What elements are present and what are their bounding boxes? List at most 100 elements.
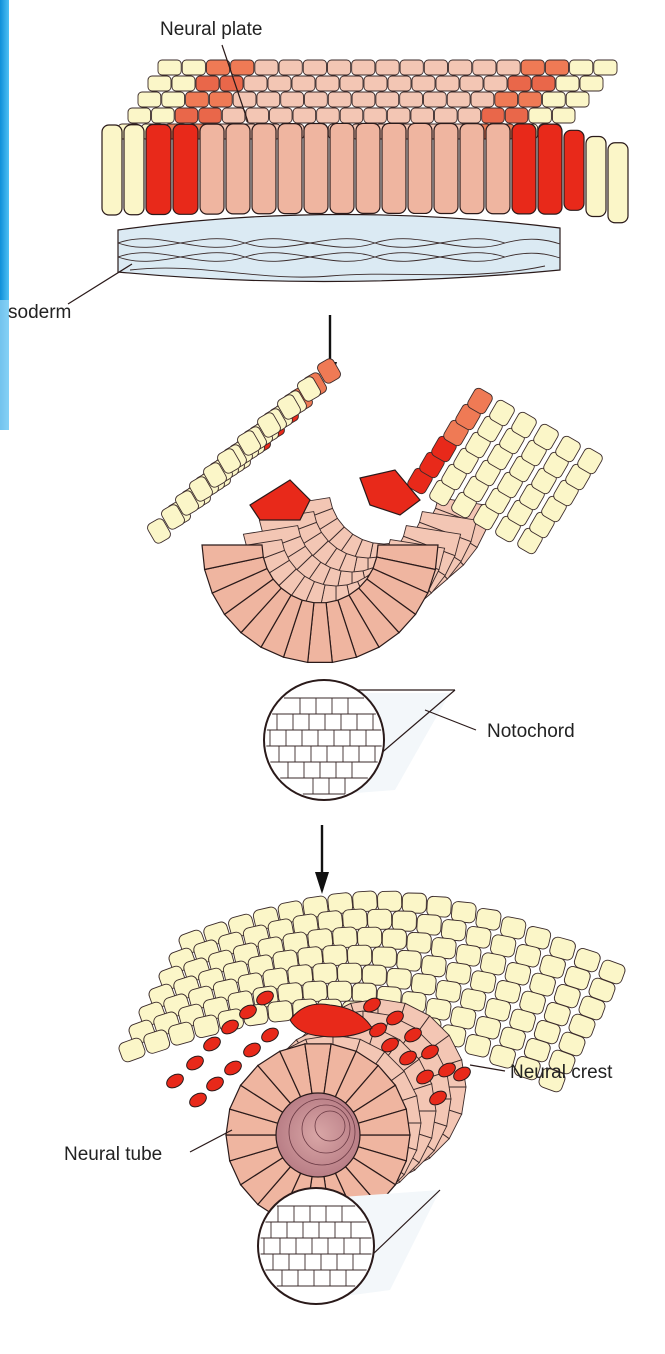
plate-back-cell: [545, 60, 568, 75]
plate-back-cell: [269, 108, 292, 123]
plate-column-cell: [608, 143, 628, 223]
plate-back-cell: [594, 60, 617, 75]
ectoderm-cell: [382, 929, 406, 949]
plate-back-cell: [436, 76, 459, 91]
plate-column-cell: [434, 124, 458, 214]
plate-back-cell: [376, 92, 399, 107]
plate-back-cell: [340, 108, 363, 123]
ectoderm-cell: [372, 947, 396, 967]
neural-crest-cell: [184, 1053, 206, 1072]
plate-back-cell: [316, 76, 339, 91]
plate-front-row: [102, 123, 628, 222]
plate-back-cell: [460, 76, 483, 91]
plate-back-cell: [231, 60, 254, 75]
notochord-label: Notochord: [487, 721, 575, 742]
plate-back-cell: [508, 76, 531, 91]
plate-column-cell: [408, 123, 432, 213]
plate-back-cell: [556, 76, 579, 91]
plate-back-cell: [281, 92, 304, 107]
plate-back-cell: [172, 76, 195, 91]
plate-column-cell: [278, 124, 302, 214]
plate-back-cell: [292, 76, 315, 91]
plate-back-cell: [566, 92, 589, 107]
plate-column-cell: [124, 125, 144, 215]
plate-back-cell: [471, 92, 494, 107]
plate-column-cell: [538, 124, 562, 214]
plate-back-cell: [152, 108, 175, 123]
neural-tube-leader: [190, 1130, 232, 1152]
mesoderm-layer: [118, 214, 560, 281]
plate-back-cell: [128, 108, 151, 123]
ectoderm-cell: [367, 909, 391, 929]
plate-back-cell: [246, 108, 269, 123]
plate-back-cell: [447, 92, 470, 107]
plate-back-cell: [279, 60, 302, 75]
ectoderm-cell: [377, 891, 401, 911]
plate-back-cell: [411, 108, 434, 123]
plate-back-cell: [255, 60, 278, 75]
plate-column-cell: [304, 124, 328, 214]
plate-back-cell: [182, 60, 205, 75]
plate-back-cell: [484, 76, 507, 91]
plate-back-cell: [317, 108, 340, 123]
plate-back-cell: [328, 92, 351, 107]
ectoderm-cell: [402, 893, 426, 913]
plate-column-cell: [486, 124, 510, 214]
plate-back-cell: [222, 108, 245, 123]
slide-accent-bar: [0, 0, 9, 430]
notochord: [264, 680, 455, 800]
neural-crest-cell: [164, 1071, 186, 1090]
mesoderm-label: soderm: [8, 302, 71, 323]
plate-back-cell: [196, 76, 219, 91]
plate-back-cell: [352, 60, 375, 75]
plate-column-cell: [173, 124, 198, 214]
plate-back-cell: [138, 92, 161, 107]
plate-column-cell: [382, 123, 406, 213]
ectoderm-cell: [396, 950, 421, 971]
plate-back-cell: [412, 76, 435, 91]
plate-back-cell: [542, 92, 565, 107]
plate-back-cell: [305, 92, 328, 107]
plate-back-cell: [352, 92, 375, 107]
neural-crest-cell: [241, 1040, 263, 1059]
plate-column-cell: [460, 124, 484, 214]
plate-back-cell: [340, 76, 363, 91]
plate-back-cell: [449, 60, 472, 75]
plate-column-cell: [146, 125, 171, 215]
plate-column-cell: [200, 124, 224, 214]
ectoderm-cell: [337, 963, 361, 983]
plate-back-cell: [148, 76, 171, 91]
plate-back-cell: [552, 108, 575, 123]
plate-back-cell: [303, 60, 326, 75]
plate-column-cell: [102, 125, 122, 215]
plate-back-cell: [532, 76, 555, 91]
plate-back-cell: [199, 108, 222, 123]
plate-back-cell: [505, 108, 528, 123]
plate-back-cell: [376, 60, 399, 75]
ectoderm-cell: [267, 1000, 293, 1022]
neural-fold-tip-left: [250, 480, 310, 520]
plate-back-cell: [158, 60, 181, 75]
plate-back-cell: [244, 76, 267, 91]
ectoderm-cell: [392, 911, 416, 931]
plate-back-cell: [257, 92, 280, 107]
plate-back-cell: [435, 108, 458, 123]
plate-back-cell: [529, 108, 552, 123]
plate-back-cell: [388, 76, 411, 91]
plate-column-cell: [252, 124, 276, 214]
ectoderm-cell: [416, 914, 441, 935]
plate-back-cell: [268, 76, 291, 91]
neural-fold-stage: Notochord: [146, 357, 604, 800]
ectoderm-cell: [357, 927, 381, 947]
neural-crest-cell: [204, 1074, 226, 1093]
ectoderm-cell: [327, 981, 351, 1001]
neural-crest-cell: [259, 1025, 281, 1044]
plate-back-cell: [473, 60, 496, 75]
neural-plate-stage: Neural plate soderm: [8, 19, 628, 323]
ectoderm-cell: [362, 965, 386, 985]
neural-crest-cell: [187, 1090, 209, 1109]
plate-back-cell: [570, 60, 593, 75]
plate-back-cell: [521, 60, 544, 75]
plate-back-cell: [206, 60, 229, 75]
plate-column-cell: [356, 123, 380, 213]
